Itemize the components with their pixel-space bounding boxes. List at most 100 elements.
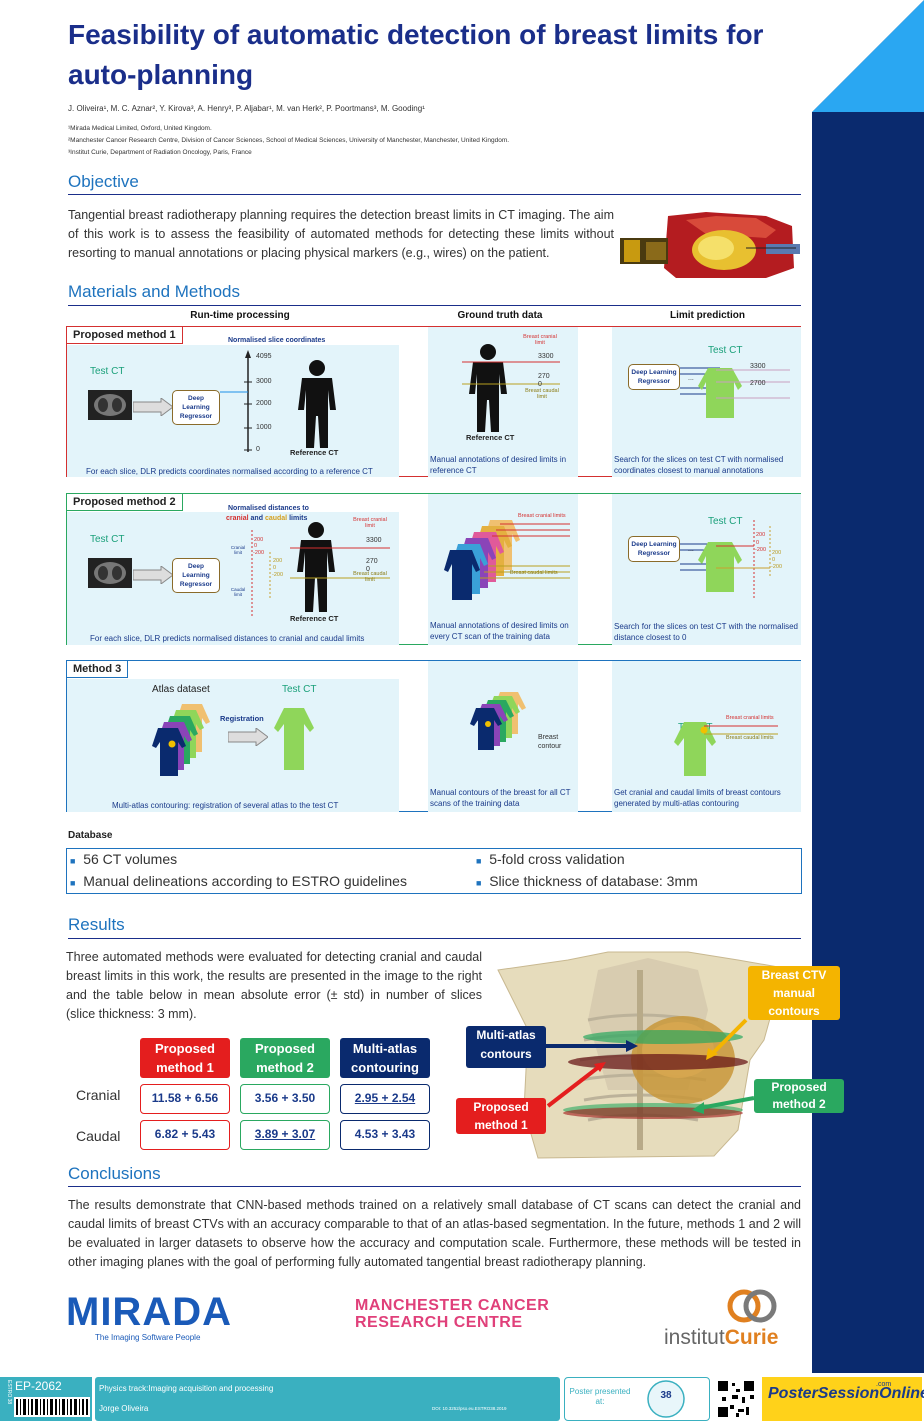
database-item-1-text: 56 CT volumes [83, 851, 178, 867]
m1-pred-body [680, 367, 790, 418]
divider [68, 1186, 801, 1187]
tick-4095: 4095 [256, 353, 272, 360]
footer-side-code: ESTRO 38 [6, 1380, 12, 1405]
footer-track: Physics track:Imaging acquisition and pr… [99, 1384, 274, 1393]
cell-cranial-pm1: 11.58 + 6.56 [140, 1084, 230, 1114]
m2-pred-tick-neg200c: -200 [771, 564, 783, 570]
m3-pred-body [674, 722, 778, 776]
cell-cranial-pm2: 3.56 + 3.50 [240, 1084, 330, 1114]
m2-axis-title-b: cranial and caudal limits [226, 515, 307, 522]
m2-tick-0-caudal: 0 [273, 565, 277, 571]
m2-ref-0: 0 [366, 566, 370, 573]
database-item-1: ■ 56 CT volumes [70, 851, 178, 867]
m3-pred-caudal: Breast caudal limits [726, 735, 774, 741]
m1-pred-test-ct: Test CT [708, 345, 743, 356]
m2-tick-neg200-caudal: -200 [272, 572, 284, 578]
curie-logo-icon [727, 1289, 777, 1323]
database-item-3-text: 5-fold cross validation [489, 851, 625, 867]
m2-gt-caudal-limits: Breast caudal limits [510, 570, 558, 576]
m2-tick-0: 0 [254, 543, 258, 549]
results-text: Three automated methods were evaluated f… [66, 950, 482, 1021]
curie-logo-a: institut [664, 1326, 725, 1349]
m2-pred-tick-200c: 200 [772, 550, 782, 556]
objective-text: Tangential breast radiotherapy planning … [68, 208, 614, 260]
ann-breast-ctv: Breast CTV manual contours [748, 966, 840, 1020]
row-label-cranial: Cranial [76, 1087, 121, 1103]
m3-caption-pred: Get cranial and caudal limits of breast … [614, 788, 781, 808]
m2-pred-tick-neg200: -200 [755, 547, 767, 553]
col-header-prediction: Limit prediction [670, 310, 745, 321]
ct-slice-icon [88, 390, 132, 420]
m2-pred-tick-200: 200 [756, 532, 766, 538]
m1-caption-pred: Search for the slices on test CT with no… [614, 455, 784, 475]
footer-presented: Poster presented at: [569, 1387, 631, 1406]
m2-pred-dlr: Deep Learning Regressor [628, 536, 680, 562]
table-header-pm2: Proposed method 2 [240, 1038, 330, 1078]
m2-caption-gt: Manual annotations of desired limits on … [430, 621, 569, 641]
m1-caption-gt: Manual annotations of desired limits in … [430, 455, 567, 475]
m2-axis-cranial: cranial [226, 515, 249, 522]
m1-caption-runtime: For each slice, DLR predicts coordinates… [86, 467, 373, 476]
m3-atlas-stack [152, 704, 210, 776]
author-list: J. Oliveira¹, M. C. Aznar², Y. Kirova³, … [68, 104, 425, 113]
arrow-icon [228, 728, 268, 746]
m2-dlr-box: Deep Learning Regressor [172, 558, 220, 593]
m2-caudal-limit: Caudal limit [230, 587, 246, 597]
m1-test-ct-label: Test CT [90, 366, 125, 377]
m2-stacked-bodies [444, 520, 570, 600]
m1-pred-3300: 3300 [750, 363, 766, 370]
pso-logo-a: Poster [768, 1385, 818, 1402]
m2-tick-neg200: -200 [253, 550, 265, 556]
estro-badge-icon [647, 1380, 685, 1418]
mirada-tagline: The Imaging Software People [95, 1333, 201, 1342]
m1-pred-dots: ... [688, 375, 694, 382]
mirada-logo: MIRADA [66, 1290, 232, 1334]
m3-pred-cranial: Breast cranial limits [726, 715, 774, 721]
affiliation-2: ²Manchester Cancer Research Centre, Divi… [68, 137, 510, 144]
footer-doi: DOI: 10.3252/pso.eu.ESTRO38.2019 [432, 1406, 507, 1411]
m1-gt-3300: 3300 [538, 353, 554, 360]
qr-code-icon [716, 1379, 756, 1419]
method1-panel-b [428, 327, 578, 477]
m2-ref-ct-label: Reference CT [290, 614, 339, 623]
method3-panel-a [67, 679, 399, 812]
methods-heading: Materials and Methods [68, 282, 240, 301]
annotation-arrows [546, 1018, 755, 1114]
arrow-icon [133, 566, 173, 584]
pso-logo: PosterSessionOnline [768, 1385, 924, 1403]
database-item-4: ■ Slice thickness of database: 3mm [476, 873, 698, 889]
m1-gt-0: 0 [538, 381, 542, 388]
m1-caudal-label: Breast caudal limit [525, 388, 559, 400]
tick-0: 0 [256, 446, 260, 453]
col-header-ground-truth: Ground truth data [457, 310, 543, 321]
barcode-icon [14, 1397, 90, 1417]
ann-pm2: Proposed method 2 [754, 1079, 844, 1113]
footer-code: EP-2062 [15, 1379, 62, 1393]
m2-ref-3300: 3300 [366, 537, 382, 544]
method1-label: Proposed method 1 [66, 326, 183, 344]
m1-cranial-label: Breast cranial limit [523, 334, 557, 346]
m2-pred-tick-0c: 0 [772, 557, 776, 563]
database-item-2: ■ Manual delineations according to ESTRO… [70, 873, 407, 889]
body-silhouette-icon [298, 360, 336, 448]
m3-caption-gt: Manual contours of the breast for all CT… [430, 788, 571, 808]
cell-caudal-multi: 4.53 + 3.43 [340, 1120, 430, 1150]
footer-info-block [95, 1377, 560, 1421]
estro-badge-number: 38 [660, 1390, 672, 1401]
m2-axis-and: and [250, 515, 263, 522]
m1-dlr-box: Deep Learning Regressor [172, 390, 220, 425]
breast-ct-render [620, 212, 800, 278]
database-heading: Database [68, 830, 113, 841]
conclusions-text: The results demonstrate that CNN-based m… [68, 1198, 801, 1269]
curie-logo-b: Curie [724, 1326, 779, 1349]
m2-axis-caudal: caudal [264, 515, 288, 522]
m2-axis-title-a: Normalised distances to [228, 505, 309, 512]
ct-slice-icon [88, 558, 132, 588]
method2-label: Proposed method 2 [66, 493, 183, 511]
m3-test-ct-label: Test CT [282, 684, 317, 695]
m1-ref-ct-label: Reference CT [290, 448, 339, 457]
row-label-caudal: Caudal [76, 1128, 121, 1144]
method3-box [66, 660, 801, 812]
m2-ref-caudal: Breast caudal limit [353, 571, 387, 583]
table-header-multi: Multi-atlas contouring [340, 1038, 430, 1078]
